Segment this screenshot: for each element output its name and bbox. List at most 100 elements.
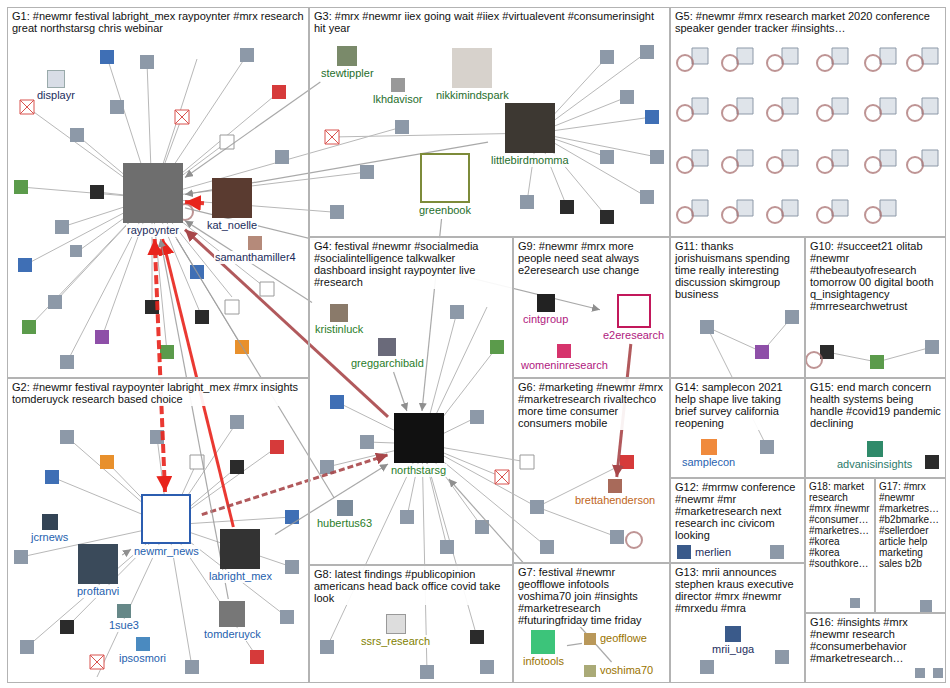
avatar-image bbox=[584, 633, 596, 645]
vertex-avatars bbox=[95, 330, 769, 359]
avatar-image bbox=[47, 70, 65, 88]
vertex: raypoynter bbox=[123, 163, 183, 237]
avatar-image bbox=[386, 614, 406, 634]
avatar-image bbox=[725, 626, 741, 642]
group-heading: G3: #mrx #newmr iiex going wait #iiex #v… bbox=[310, 8, 669, 35]
avatar-image bbox=[505, 103, 555, 153]
avatar-image bbox=[219, 601, 245, 627]
tweet-connector bbox=[394, 372, 407, 411]
vertex: littlebirdmomma bbox=[490, 103, 570, 167]
group-box: G6: #marketing #newmr #mrx #marketresear… bbox=[513, 378, 670, 563]
vertex: tomderuyck bbox=[203, 601, 262, 641]
avatar-image bbox=[141, 494, 191, 544]
group-box: G9: #newmr #mrx more people need seat al… bbox=[513, 237, 670, 378]
avatar-image bbox=[337, 500, 353, 516]
vertex: ssrs_research bbox=[360, 614, 431, 648]
vertex-label: greggarchibald bbox=[350, 357, 425, 370]
vertex: greggarchibald bbox=[350, 338, 425, 370]
group-heading: G15: end march concern health systems be… bbox=[806, 379, 945, 430]
vertex: mrii_uga bbox=[711, 626, 755, 656]
avatar-image bbox=[378, 338, 396, 356]
vertex-label: raypoynter bbox=[126, 224, 180, 237]
avatar-image bbox=[452, 48, 492, 88]
vertex: geofflowe bbox=[584, 632, 648, 645]
tweet-connector bbox=[122, 549, 131, 555]
vertex-avatars bbox=[190, 135, 534, 469]
avatar-image bbox=[337, 46, 357, 66]
avatar-image bbox=[584, 665, 596, 677]
avatar-image bbox=[537, 294, 555, 312]
group-box: G14: samplecon 2021 help shape live taki… bbox=[670, 378, 805, 478]
tweet-connector bbox=[185, 202, 204, 203]
vertex: samanthamiller4 bbox=[214, 236, 297, 264]
avatar-image bbox=[136, 637, 150, 651]
avatar-image bbox=[608, 479, 622, 493]
group-heading: G12: #mrmw conference #newmr #mr #market… bbox=[671, 479, 804, 542]
group-box: G10: #succeet21 olitab #newmr #thebeauty… bbox=[805, 237, 946, 378]
vertex-label: voshima70 bbox=[599, 664, 654, 677]
group-heading: G1: #newmr festival labright_mex raypoyn… bbox=[8, 8, 308, 35]
vertex-label: cintgroup bbox=[522, 313, 569, 326]
vertex-avatars bbox=[14, 45, 943, 679]
minor-edges bbox=[21, 52, 932, 677]
vertex: kat_noelle bbox=[206, 178, 258, 232]
avatar-image bbox=[420, 153, 470, 203]
vertex: e2eresearch bbox=[602, 294, 665, 342]
group-box: G1: #newmr festival labright_mex raypoyn… bbox=[7, 7, 309, 378]
vertex-label: nikkimindspark bbox=[435, 89, 510, 102]
vertex-label: labright_mex bbox=[208, 570, 273, 583]
vertex-label: geofflowe bbox=[599, 632, 648, 645]
vertex: nikkimindspark bbox=[435, 48, 510, 102]
group-heading: G16: #insights #mrx #newmr research #con… bbox=[806, 614, 945, 665]
tweet-connector bbox=[202, 455, 388, 515]
vertex-label: kristinluck bbox=[314, 323, 364, 336]
vertex: merlien bbox=[677, 545, 732, 559]
group-heading: G11: thanks jorishuismans spending time … bbox=[671, 238, 804, 301]
vertex-label: ssrs_research bbox=[360, 635, 431, 648]
avatar-image bbox=[531, 630, 555, 654]
vertex-label: littlebirdmomma bbox=[490, 154, 570, 167]
group-box: G4: festival #newmr #socialmedia #social… bbox=[309, 237, 513, 565]
group-box: G11: thanks jorishuismans spending time … bbox=[670, 237, 805, 378]
vertex: 1sue3 bbox=[108, 604, 140, 632]
group-box: G5: #newmr #mrx research market 2020 con… bbox=[670, 7, 946, 237]
group-heading: G14: samplecon 2021 help shape live taki… bbox=[671, 379, 804, 430]
group-heading: G10: #succeet21 olitab #newmr #thebeauty… bbox=[806, 238, 945, 314]
vertex-label: proftanvi bbox=[76, 585, 120, 598]
avatar-image bbox=[867, 441, 883, 457]
vertex-label: womeninresearch bbox=[520, 359, 609, 372]
vertex: womeninresearch bbox=[520, 344, 609, 372]
group-heading: G7: festival #newmr geofflowe infotools … bbox=[514, 564, 669, 627]
vertex-label: northstarsg bbox=[390, 464, 447, 477]
vertex-label: kat_noelle bbox=[206, 219, 258, 232]
avatar-image bbox=[677, 545, 691, 559]
group-box: G2: #newmr festival raypoynter labright_… bbox=[7, 378, 309, 683]
group-box: G8: latest findings #publicopinion ameri… bbox=[309, 565, 513, 683]
tweet-connector bbox=[567, 643, 582, 645]
vertex-label: infotools bbox=[522, 655, 565, 668]
avatar-image bbox=[557, 344, 571, 358]
vertex: cintgroup bbox=[522, 294, 569, 326]
vertex-avatars bbox=[18, 50, 659, 524]
avatar-image bbox=[701, 439, 717, 455]
vertex-label: brettahenderson bbox=[574, 494, 656, 507]
avatar-image bbox=[391, 78, 405, 92]
vertex-label: ipsosmori bbox=[118, 652, 167, 665]
group-heading: G4: festival #newmr #socialmedia #social… bbox=[310, 238, 512, 289]
vertex: proftanvi bbox=[76, 544, 120, 598]
vertex: labright_mex bbox=[208, 529, 273, 583]
avatar-image bbox=[617, 294, 651, 328]
group-box: G12: #mrmw conference #newmr #mr #market… bbox=[670, 478, 805, 563]
group-heading: G13: mrii announces stephen kraus execut… bbox=[671, 564, 804, 615]
vertex: kristinluck bbox=[314, 304, 364, 336]
tweet-connector bbox=[155, 239, 165, 492]
vertex: displayr bbox=[36, 70, 76, 102]
vertex: northstarsg bbox=[390, 413, 447, 477]
vertex: advanisinsights bbox=[836, 441, 913, 471]
vertex: hubertus63 bbox=[316, 500, 373, 530]
group-heading: G5: #newmr #mrx research market 2020 con… bbox=[671, 8, 945, 35]
vertex-label: newmr_news bbox=[133, 545, 200, 558]
vertex: greenbook bbox=[418, 153, 472, 217]
vertex-label: stewtippler bbox=[320, 67, 375, 80]
group-heading: G2: #newmr festival raypoynter labright_… bbox=[8, 379, 308, 406]
